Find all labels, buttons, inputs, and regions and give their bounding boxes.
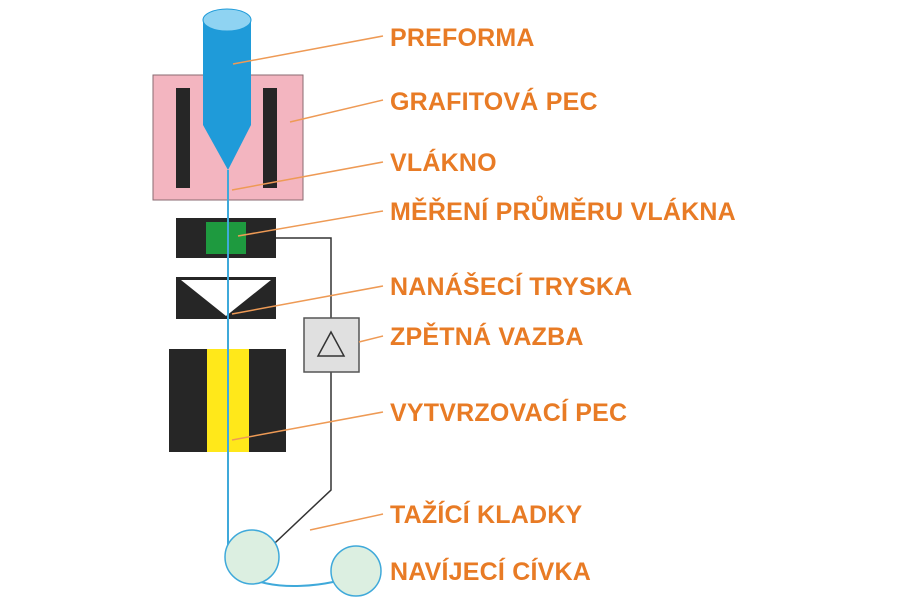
label-tazici-kladky: TAŽÍCÍ KLADKY — [390, 501, 583, 529]
preform-top — [202, 8, 252, 32]
label-preforma: PREFORMA — [390, 24, 535, 52]
feedback-control-line — [276, 237, 332, 318]
label-grafitova-pec: GRAFITOVÁ PEC — [390, 88, 598, 116]
feedback-output-line — [258, 372, 332, 559]
label-zpetna-vazba: ZPĚTNÁ VAZBA — [390, 323, 584, 351]
leader-grafitova-pec — [289, 99, 384, 123]
leader-vytvrzovaci — [231, 411, 384, 441]
label-mereni-prumeru: MĚŘENÍ PRŮMĚRU VLÁKNA — [390, 198, 736, 226]
label-navijeci-civka: NAVÍJECÍ CÍVKA — [390, 558, 591, 586]
leader-lines — [231, 35, 384, 531]
label-nanaseci-tryska: NANÁŠECÍ TRYSKA — [390, 273, 633, 301]
triangle-outline-icon — [316, 330, 346, 357]
leader-mereni — [237, 210, 384, 237]
leader-vlakno — [231, 161, 384, 191]
coating-nozzle-funnel — [181, 280, 271, 316]
capstan-wheel — [224, 529, 280, 585]
heating-element-right — [263, 88, 277, 188]
preform — [203, 20, 251, 170]
leader-nanaseci — [231, 285, 384, 315]
leader-preforma — [232, 35, 384, 65]
heating-element-left — [176, 88, 190, 188]
leader-zpetna-vazba — [358, 335, 384, 343]
label-vytvrzovaci-pec: VYTVRZOVACÍ PEC — [390, 399, 628, 427]
leader-tazici — [309, 513, 384, 531]
feedback-box — [303, 317, 360, 373]
take-up-spool — [330, 545, 382, 597]
diameter-sensor — [206, 222, 246, 254]
label-vlakno: VLÁKNO — [390, 149, 497, 177]
